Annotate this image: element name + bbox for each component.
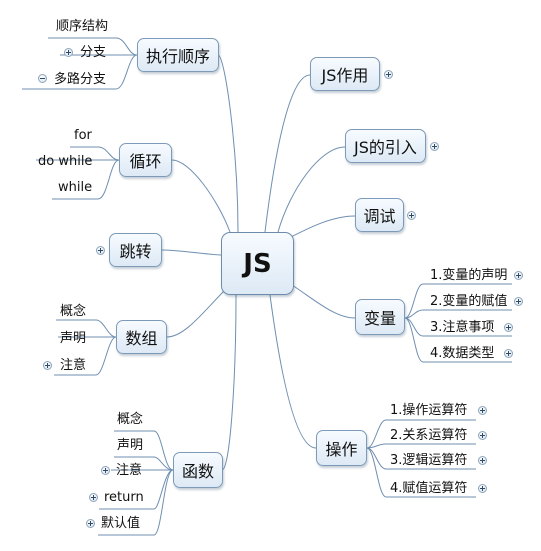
expand-icon[interactable]	[384, 70, 393, 79]
node-array-label: 数组	[125, 329, 158, 348]
node-loop-label: 循环	[129, 152, 162, 171]
node-js-import-label: JS的引入	[354, 138, 417, 157]
node-js-role-label: JS作用	[321, 66, 369, 85]
edge-js-function	[221, 294, 237, 471]
edge-js-operation	[269, 294, 317, 449]
expand-icon[interactable]	[478, 456, 487, 465]
expand-icon[interactable]	[478, 431, 487, 440]
leaf-variable-2[interactable]: 3.注意事项	[430, 320, 495, 335]
edge-js-array	[166, 289, 226, 338]
leaf-exec-order-0[interactable]: 顺序结构	[56, 19, 109, 34]
node-variable-label: 变量	[363, 309, 396, 328]
edge-js-jump	[161, 249, 223, 256]
expand-icon[interactable]	[478, 406, 487, 415]
center-node-js[interactable]: JS	[221, 232, 294, 295]
leaf-loop-1[interactable]: do while	[38, 154, 93, 169]
node-operation-label: 操作	[325, 440, 358, 459]
edge-js-loop	[171, 159, 231, 233]
edge-js-import	[277, 146, 346, 233]
leaf-operation-3[interactable]: 4.赋值运算符	[390, 481, 468, 496]
expand-icon[interactable]	[96, 246, 105, 255]
expand-icon[interactable]	[89, 493, 98, 502]
edge-js-exec-order	[217, 54, 239, 233]
expand-icon[interactable]	[504, 349, 513, 358]
expand-icon[interactable]	[504, 323, 513, 332]
collapse-icon[interactable]	[38, 74, 47, 83]
node-js-import[interactable]: JS的引入	[345, 129, 426, 163]
edge-js-role	[264, 74, 311, 233]
leaf-function-3[interactable]: return	[104, 490, 144, 505]
leaf-loop-2[interactable]: while	[58, 180, 93, 195]
expand-icon[interactable]	[514, 271, 523, 280]
expand-icon[interactable]	[407, 211, 416, 220]
node-exec-order[interactable]: 执行顺序	[137, 38, 219, 72]
leaf-operation-1[interactable]: 2.关系运算符	[390, 428, 468, 443]
leaf-exec-order-1[interactable]: 分支	[80, 45, 107, 60]
node-operation[interactable]: 操作	[316, 430, 367, 466]
leaf-array-0[interactable]: 概念	[60, 304, 87, 319]
leaf-exec-order-2[interactable]: 多路分支	[54, 72, 107, 87]
expand-icon[interactable]	[514, 297, 523, 306]
leaf-function-0[interactable]: 概念	[117, 412, 144, 427]
node-exec-order-label: 执行顺序	[145, 47, 210, 66]
leaf-function-1[interactable]: 声明	[117, 438, 144, 453]
leaf-operation-2[interactable]: 3.逻辑运算符	[390, 453, 468, 468]
node-jump[interactable]: 跳转	[109, 233, 162, 267]
edge-js-debug	[284, 215, 356, 241]
node-debug[interactable]: 调试	[355, 198, 404, 232]
expand-icon[interactable]	[43, 361, 52, 370]
node-debug-label: 调试	[363, 207, 396, 226]
node-function[interactable]: 函数	[173, 452, 223, 488]
node-jump-label: 跳转	[119, 242, 152, 261]
leaf-array-1[interactable]: 声明	[60, 331, 87, 346]
leaf-array-2[interactable]: 注意	[60, 358, 87, 373]
node-function-label: 函数	[181, 462, 214, 481]
expand-icon[interactable]	[101, 466, 110, 475]
node-variable[interactable]: 变量	[355, 299, 405, 335]
leaf-variable-0[interactable]: 1.变量的声明	[430, 268, 508, 283]
expand-icon[interactable]	[478, 484, 487, 493]
center-label: JS	[243, 248, 272, 279]
expand-icon[interactable]	[64, 48, 73, 57]
leaf-loop-0[interactable]: for	[74, 128, 92, 143]
expand-icon[interactable]	[86, 519, 95, 528]
leaf-function-4[interactable]: 默认值	[101, 516, 141, 531]
leaf-variable-3[interactable]: 4.数据类型	[430, 346, 495, 361]
edge-js-variable	[291, 284, 356, 319]
expand-icon[interactable]	[430, 142, 439, 151]
node-js-role[interactable]: JS作用	[310, 57, 380, 91]
leaf-variable-1[interactable]: 2.变量的赋值	[430, 294, 508, 309]
node-array[interactable]: 数组	[116, 320, 167, 354]
leaf-operation-0[interactable]: 1.操作运算符	[390, 403, 468, 418]
leaf-function-2[interactable]: 注意	[116, 463, 143, 478]
node-loop[interactable]: 循环	[119, 143, 172, 177]
